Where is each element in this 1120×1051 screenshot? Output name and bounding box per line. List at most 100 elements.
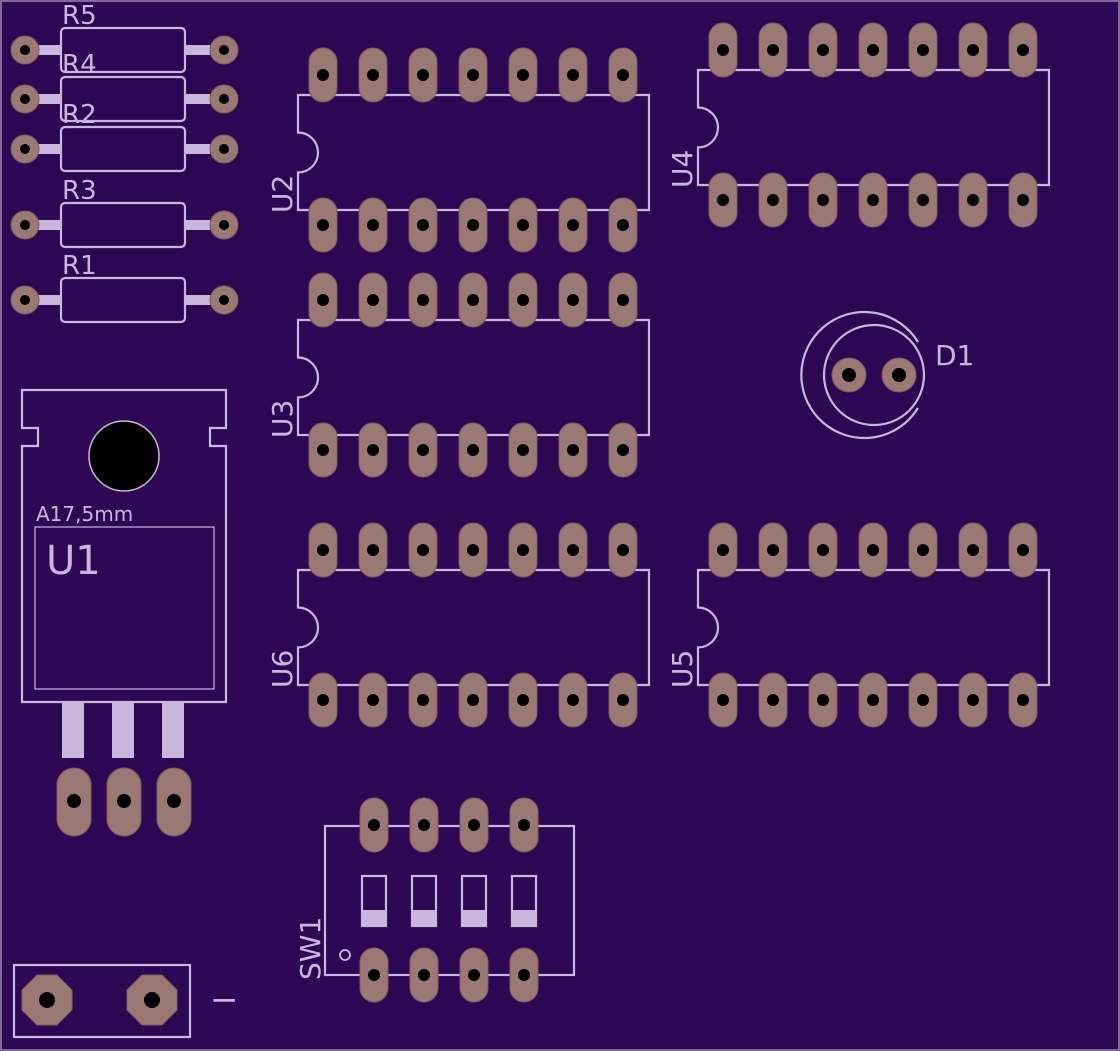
switch-pin-drill <box>368 819 380 831</box>
label-u4: U4 <box>666 150 699 188</box>
ic-pin-drill <box>817 694 829 706</box>
ic-pin-drill <box>717 44 729 56</box>
ic-outline <box>296 568 651 687</box>
ic-pin-drill <box>567 69 579 81</box>
ic-pin-drill <box>867 694 879 706</box>
ic-pin-drill <box>617 219 629 231</box>
resistor-lead <box>37 45 61 55</box>
regulator-drill-3 <box>167 794 181 808</box>
ic-pin-drill <box>417 219 429 231</box>
resistor-lead <box>37 220 61 230</box>
resistor-lead <box>37 94 61 104</box>
dip-switch-sw1: SW1 <box>294 797 576 1003</box>
ic-pin-drill <box>717 194 729 206</box>
ic-pin-drill <box>417 444 429 456</box>
ic-pin-drill <box>617 544 629 556</box>
ic-pin-drill <box>467 544 479 556</box>
ic-pin-drill <box>617 69 629 81</box>
ic-u2: U2 <box>266 47 651 253</box>
resistor-drill <box>20 45 30 55</box>
connector-drill-1 <box>39 992 55 1008</box>
ic-pin-drill <box>967 44 979 56</box>
resistor-lead <box>185 94 210 104</box>
switch-toggle <box>362 910 386 926</box>
led-d1: D1 <box>800 310 974 440</box>
switch-outline <box>323 824 576 977</box>
regulator-drill-1 <box>67 794 81 808</box>
resistor-lead <box>185 220 210 230</box>
label-u5: U5 <box>666 650 699 688</box>
ic-pin-drill <box>317 294 329 306</box>
connector-minus-label: − <box>210 980 239 1020</box>
ic-pin-drill <box>467 294 479 306</box>
label-r4: R4 <box>62 50 97 80</box>
switch-pin-drill <box>518 819 530 831</box>
label-r5: R5 <box>62 1 97 31</box>
ic-pin-drill <box>467 694 479 706</box>
ic-u5: U5 <box>666 522 1051 728</box>
ic-pin-drill <box>317 219 329 231</box>
resistor-drill <box>20 144 30 154</box>
ic-pin-drill <box>867 544 879 556</box>
ic-pin-drill <box>867 194 879 206</box>
label-d1: D1 <box>935 339 974 372</box>
ic-pin-drill <box>517 69 529 81</box>
resistor-drill <box>20 94 30 104</box>
ic-pin-drill <box>567 294 579 306</box>
connector-j1: − <box>12 963 239 1039</box>
ic-pin-drill <box>967 194 979 206</box>
regulator-u1: A17,5mm U1 <box>20 388 228 837</box>
ic-pin-drill <box>567 544 579 556</box>
ic-pin-drill <box>517 444 529 456</box>
ic-pin-drill <box>367 444 379 456</box>
ic-pin-drill <box>617 444 629 456</box>
ic-pin-drill <box>567 219 579 231</box>
resistor-lead <box>37 295 61 305</box>
resistor-lead <box>37 144 61 154</box>
ic-pin-drill <box>967 694 979 706</box>
ic-outline <box>696 568 1051 687</box>
switch-toggle <box>462 910 486 926</box>
switch-toggle <box>512 910 536 926</box>
regulator-outline <box>20 388 228 704</box>
connector-drill-2 <box>144 992 160 1008</box>
ic-pin-drill <box>817 44 829 56</box>
resistor-drill <box>219 45 229 55</box>
resistor-r2: R2 <box>10 100 239 173</box>
resistor-r1: R1 <box>10 251 239 324</box>
ic-pin-drill <box>717 694 729 706</box>
regulator-drill-2 <box>117 794 131 808</box>
ic-pin-drill <box>817 194 829 206</box>
regulator-lead-2 <box>112 702 134 758</box>
label-u1: U1 <box>46 538 101 584</box>
ic-pin-drill <box>1017 44 1029 56</box>
ic-pin-drill <box>367 694 379 706</box>
regulator-lead-3 <box>162 702 184 758</box>
ic-pin-drill <box>317 69 329 81</box>
resistor-drill <box>219 94 229 104</box>
led-outline-inner <box>822 323 926 427</box>
ic-pin-drill <box>417 69 429 81</box>
label-r1: R1 <box>62 251 97 281</box>
resistor-drill <box>219 220 229 230</box>
ic-pin-drill <box>917 194 929 206</box>
ic-pin-drill <box>367 544 379 556</box>
label-r2: R2 <box>62 100 97 130</box>
resistor-r5: R5 <box>10 1 239 74</box>
ic-pin-drill <box>817 544 829 556</box>
switch-pin-drill <box>518 969 530 981</box>
ic-pin-drill <box>617 294 629 306</box>
led-outline-outer <box>800 310 919 440</box>
resistor-drill <box>219 144 229 154</box>
ic-pin-drill <box>317 444 329 456</box>
ic-pin-drill <box>417 544 429 556</box>
switch-toggle <box>412 910 436 926</box>
switch-pin-drill <box>418 819 430 831</box>
ic-pin-drill <box>917 694 929 706</box>
ic-pin-drill <box>917 44 929 56</box>
ic-pin-drill <box>367 69 379 81</box>
regulator-lead-1 <box>62 702 84 758</box>
